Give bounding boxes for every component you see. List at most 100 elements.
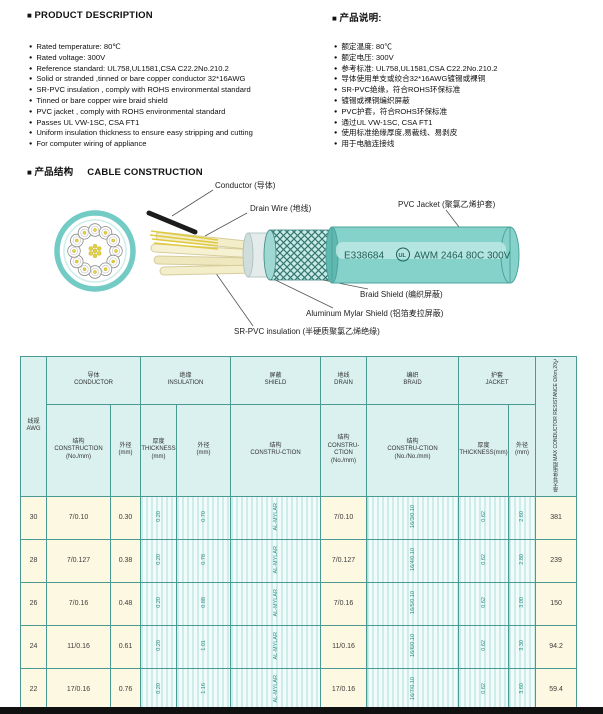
label-mylar-shield: Aluminum Mylar Shield (铝箔麦拉屏蔽)	[306, 308, 444, 318]
cell-insulation-od: 1.16	[176, 667, 232, 712]
cell-insulation-thickness: 0.20	[140, 495, 178, 540]
cell-braid-construction: 16/6/0.10	[366, 624, 460, 669]
cell-conductor-od: 0.76	[109, 667, 142, 712]
cell-braid-construction: 16/7/0.10	[366, 667, 460, 712]
subheader-jacket-od: 外径(mm)	[508, 403, 537, 497]
cell-shield-construction: AL-MYLAR	[230, 581, 322, 626]
cell-insulation-od: 1.01	[176, 624, 232, 669]
description-item-en: SR-PVC insulation , comply with ROHS env…	[29, 85, 253, 96]
cable-construction-title: 产品结构 CABLE CONSTRUCTION	[27, 164, 203, 178]
cell-conductor-od: 0.38	[109, 538, 142, 583]
cell-insulation-thickness: 0.20	[140, 667, 178, 712]
cable-diagram: E338684 UL AWM 2464 80C 300V Conductor (…	[54, 180, 520, 336]
product-description-title: PRODUCT DESCRIPTION	[27, 10, 153, 21]
table-row: 24 11/0.16 0.61 0.20 1.01 AL-MYLAR 11/0.…	[20, 624, 578, 669]
cell-drain-construction: 17/0.16	[320, 667, 368, 712]
table-row: 26 7/0.16 0.48 0.20 0.88 AL-MYLAR 7/0.16…	[20, 581, 578, 626]
jacket-print-cert: E338684	[344, 251, 384, 262]
cell-jacket-thickness: 0.62	[458, 538, 510, 583]
cell-drain-construction: 7/0.10	[320, 495, 368, 540]
cell-max-resistance: 94.2	[535, 624, 578, 669]
table-row: 28 7/0.127 0.38 0.20 0.78 AL-MYLAR 7/0.1…	[20, 538, 578, 583]
cell-max-resistance: 381	[535, 495, 578, 540]
jacket-print: E338684 UL AWM 2464 80C 300V	[344, 247, 511, 262]
cell-awg: 22	[20, 667, 47, 712]
cell-conductor-od: 0.61	[109, 624, 142, 669]
description-item-cn: 镀锡或裸铜编织屏蔽	[334, 96, 498, 107]
cell-conductor-construction: 7/0.16	[46, 581, 111, 626]
ul-logo-icon	[396, 247, 410, 262]
description-item-cn: 额定电压: 300V	[334, 53, 498, 64]
jacket-print-spec: AWM 2464 80C 300V	[414, 251, 511, 262]
subheader-conductor-od: 外径(mm)	[109, 403, 142, 497]
cell-awg: 28	[20, 538, 47, 583]
description-item-cn: 导体使用单支或绞合32*16AWG镀锡或裸铜	[334, 74, 498, 85]
label-conductor: Conductor (导体)	[215, 180, 276, 190]
description-item-cn: SR-PVC绝缘，符合ROHS环保标准	[334, 85, 498, 96]
cross-section-cores	[67, 223, 123, 279]
product-description-title-cn: 产品说明:	[332, 10, 382, 24]
diagram-labels: Conductor (导体) Drain Wire (地线) PVC Jacke…	[215, 180, 496, 336]
table-row: 30 7/0.10 0.30 0.20 0.70 AL-MYLAR 7/0.10…	[20, 495, 578, 540]
label-braid-shield: Braid Shield (编织屏蔽)	[360, 289, 443, 299]
cell-conductor-construction: 11/0.16	[46, 624, 111, 669]
description-item-cn: 额定温度: 80℃	[334, 42, 498, 53]
cell-shield-construction: AL-MYLAR	[230, 624, 322, 669]
description-item-en: Tinned or bare copper wire braid shield	[29, 96, 253, 107]
pvc-jacket: E338684 UL AWM 2464 80C 300V	[325, 226, 520, 284]
description-item-cn: PVC护套，符合ROHS环保标准	[334, 107, 498, 118]
cable-construction-title-en: CABLE CONSTRUCTION	[87, 167, 203, 178]
description-item-en: For computer wiring of appliance	[29, 139, 253, 150]
cell-awg: 24	[20, 624, 47, 669]
cell-max-resistance: 239	[535, 538, 578, 583]
cell-insulation-thickness: 0.20	[140, 581, 178, 626]
cable-construction-title-cn: 产品结构	[34, 167, 74, 178]
description-item-cn: 用于电脑连接线	[334, 139, 498, 150]
description-item-en: Reference standard: UL758,UL1581,CSA C22…	[29, 64, 253, 75]
cell-conductor-od: 0.30	[109, 495, 142, 540]
cell-insulation-od: 0.88	[176, 581, 232, 626]
description-list-en: Rated temperature: 80℃Rated voltage: 300…	[29, 42, 253, 150]
cell-jacket-od: 3.60	[508, 667, 537, 712]
cell-insulation-od: 0.78	[176, 538, 232, 583]
description-list-cn: 额定温度: 80℃额定电压: 300V参考标准: UL758,UL1581,CS…	[334, 42, 498, 150]
cell-conductor-construction: 7/0.127	[46, 538, 111, 583]
description-item-cn: 参考标准: UL758,UL1581,CSA C22.2No.210.2	[334, 64, 497, 75]
cell-braid-construction: 16/4/0.10	[366, 538, 460, 583]
cross-section-drain-strands	[88, 243, 102, 259]
cell-conductor-od: 0.48	[109, 581, 142, 626]
conductor-tip	[146, 210, 198, 235]
label-drain-wire: Drain Wire (地线)	[250, 203, 312, 213]
cell-jacket-thickness: 0.62	[458, 624, 510, 669]
cell-awg: 30	[20, 495, 47, 540]
description-item-en: Uniform insulation thickness to ensure e…	[29, 128, 253, 139]
cell-awg: 26	[20, 581, 47, 626]
cell-drain-construction: 7/0.127	[320, 538, 368, 583]
cell-braid-construction: 16/3/0.10	[366, 495, 460, 540]
description-item-en: Rated temperature: 80℃	[29, 42, 253, 53]
bottom-bar	[0, 707, 603, 714]
cell-max-resistance: 150	[535, 581, 578, 626]
cell-braid-construction: 16/5/0.10	[366, 581, 460, 626]
cell-jacket-thickness: 0.62	[458, 667, 510, 712]
drain-wire-strands	[149, 230, 219, 250]
cell-drain-construction: 7/0.16	[320, 581, 368, 626]
description-item-en: Passes UL VW-1SC, CSA FT1	[29, 118, 253, 129]
ul-logo-text: UL	[399, 253, 407, 259]
cell-jacket-thickness: 0.62	[458, 495, 510, 540]
header-max-resistance: 最大导体电阻 MAX CONDUCTOR RESISTANCE Ω/km,20℃	[535, 356, 578, 497]
cell-jacket-od: 2.60	[508, 495, 537, 540]
